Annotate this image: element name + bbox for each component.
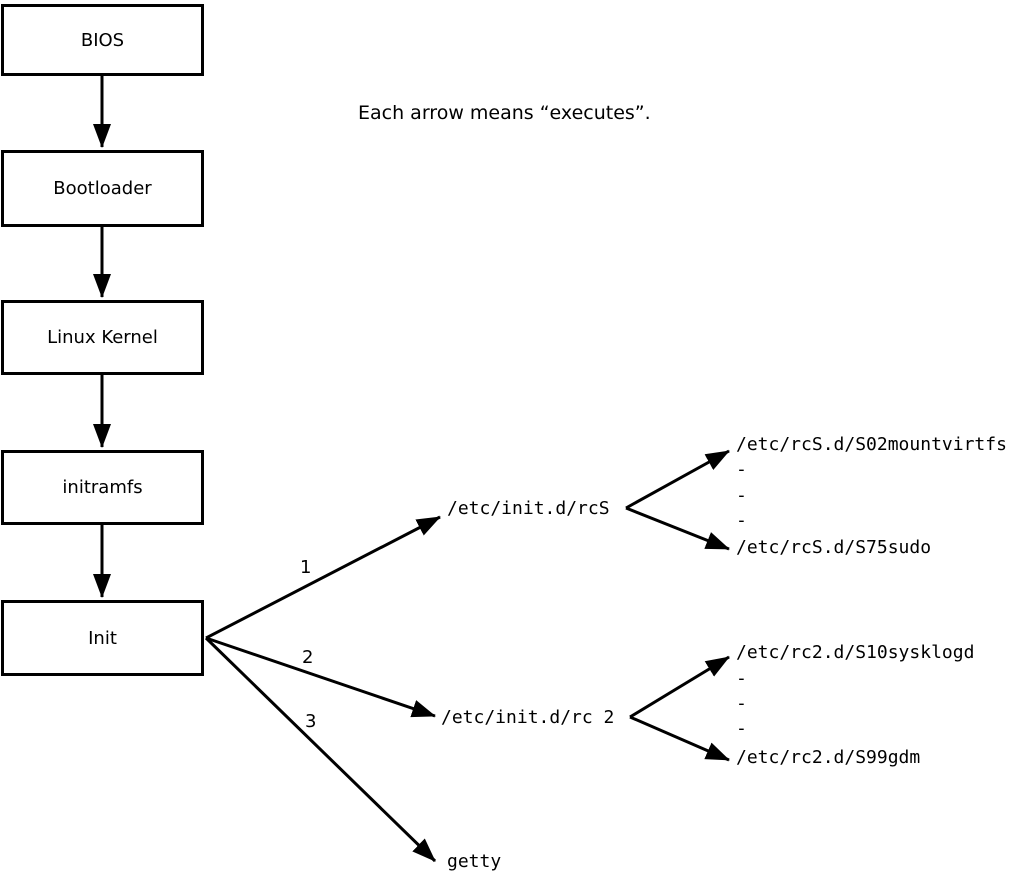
label-rcS-script-s75sudo: /etc/rcS.d/S75sudo [736,537,932,558]
node-bios-label: BIOS [80,29,125,51]
label-rcS-script-s02mountvirtfs: /etc/rcS.d/S02mountvirtfs [736,434,1007,455]
label-etc-init-rcS: /etc/init.d/rcS [447,498,610,519]
label-rcS-ellipsis-dash-1: - [736,459,747,480]
node-bootloader-label: Bootloader [53,178,152,199]
node-linux-kernel: Linux Kernel [1,300,204,375]
legend-note: Each arrow means “executes”. [358,102,651,124]
label-rc2-ellipsis-dash-3: - [736,718,747,739]
arrow-number-2: 2 [302,647,314,668]
label-rcS-ellipsis-dash-2: - [736,485,747,506]
arrow-number-3: 3 [305,711,317,732]
node-initramfs-label: initramfs [62,477,143,498]
arrow-number-1: 1 [300,557,312,578]
label-rc2-script-s10sysklogd: /etc/rc2.d/S10sysklogd [736,642,975,663]
label-rc2-ellipsis-dash-1: - [736,668,747,689]
node-bootloader: Bootloader [1,150,204,227]
arrow-rcS-to-first-script [625,449,730,510]
arrow-rc2-to-first-script [629,655,730,719]
label-getty: getty [447,851,502,872]
label-rcS-ellipsis-dash-3: - [736,510,747,531]
label-etc-init-rc2: /etc/init.d/rc 2 [441,707,615,728]
node-init-label: Init [88,627,117,649]
label-rc2-script-s99gdm: /etc/rc2.d/S99gdm [736,747,921,768]
arrow-rc2-to-last-script [629,715,730,762]
arrow-rcS-to-last-script [625,506,730,551]
arrow-init-to-getty [204,636,437,863]
node-initramfs: initramfs [1,450,204,525]
arrow-init-to-rcS [205,515,441,640]
node-bios: BIOS [1,4,204,76]
label-rc2-ellipsis-dash-2: - [736,693,747,714]
arrow-init-to-rc2 [205,636,436,718]
node-init: Init [1,600,204,676]
node-linux-kernel-label: Linux Kernel [47,327,158,348]
